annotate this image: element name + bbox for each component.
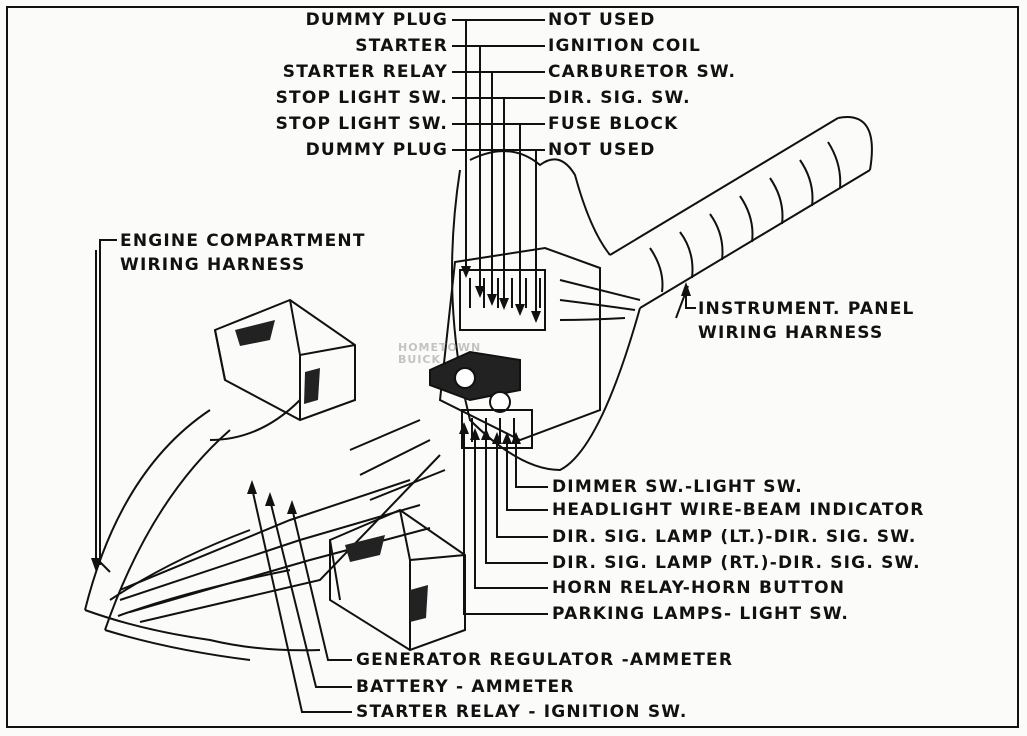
bottom-right-leader-lines bbox=[463, 430, 548, 615]
label-starter-relay-ignition: STARTER RELAY - IGNITION SW. bbox=[356, 702, 688, 722]
label-headlight-wire: HEADLIGHT WIRE-BEAM INDICATOR bbox=[552, 500, 925, 520]
instrument-panel-harness bbox=[451, 116, 873, 472]
label-dummy-plug-2: DUMMY PLUG bbox=[305, 140, 448, 160]
label-battery-ammeter: BATTERY - AMMETER bbox=[356, 677, 575, 697]
instrument-harness-leader bbox=[685, 292, 696, 309]
watermark: HOMETOWN BUICK bbox=[398, 342, 481, 366]
label-dummy-plug-1: DUMMY PLUG bbox=[305, 10, 448, 30]
label-not-used-2: NOT USED bbox=[548, 140, 656, 160]
label-horn-relay: HORN RELAY-HORN BUTTON bbox=[552, 578, 846, 598]
loose-connector-upper bbox=[213, 298, 356, 422]
label-dir-sig-lamp-rt: DIR. SIG. LAMP (RT.)-DIR. SIG. SW. bbox=[552, 553, 921, 573]
label-stop-light-sw-2: STOP LIGHT SW. bbox=[275, 114, 448, 134]
label-starter: STARTER bbox=[355, 36, 448, 56]
top-leader-lines bbox=[452, 19, 545, 315]
label-engine-harness-2: WIRING HARNESS bbox=[120, 255, 306, 275]
label-stop-light-sw-1: STOP LIGHT SW. bbox=[275, 88, 448, 108]
label-not-used-1: NOT USED bbox=[548, 10, 656, 30]
label-starter-relay: STARTER RELAY bbox=[282, 62, 448, 82]
watermark-line-1: HOMETOWN bbox=[398, 341, 482, 354]
label-instrument-harness-1: INSTRUMENT. PANEL bbox=[698, 299, 915, 319]
label-generator-regulator: GENERATOR REGULATOR -AMMETER bbox=[356, 650, 734, 670]
diagram-border bbox=[6, 6, 1019, 728]
label-dir-sig-lamp-lt: DIR. SIG. LAMP (LT.)-DIR. SIG. SW. bbox=[552, 527, 917, 547]
engine-compartment-harness bbox=[84, 250, 446, 661]
label-dimmer-sw: DIMMER SW.-LIGHT SW. bbox=[552, 477, 803, 497]
label-parking-lamps: PARKING LAMPS- LIGHT SW. bbox=[552, 604, 850, 624]
label-ignition-coil: IGNITION COIL bbox=[548, 36, 702, 56]
engine-harness-leader bbox=[99, 239, 117, 565]
arrowheads bbox=[91, 266, 691, 572]
label-engine-harness-1: ENGINE COMPARTMENT bbox=[120, 231, 366, 251]
label-fuse-block: FUSE BLOCK bbox=[548, 114, 679, 134]
watermark-line-2: BUICK bbox=[398, 353, 442, 366]
bottom-lead-leader-lines bbox=[251, 487, 352, 713]
label-dir-sig-sw: DIR. SIG. SW. bbox=[548, 88, 691, 108]
label-carburetor-sw: CARBURETOR SW. bbox=[548, 62, 737, 82]
loose-connector-lower bbox=[329, 508, 466, 652]
label-instrument-harness-2: WIRING HARNESS bbox=[698, 323, 884, 343]
